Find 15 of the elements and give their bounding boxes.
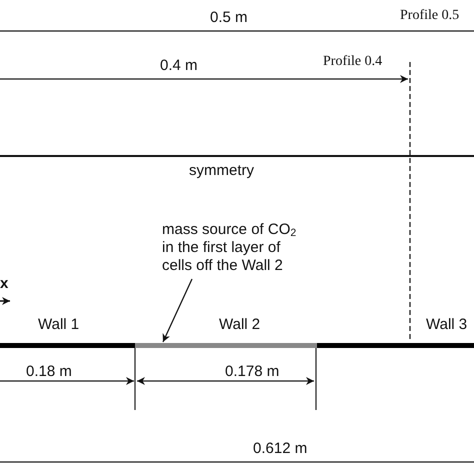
dimension-label: 0.4 m bbox=[160, 58, 198, 73]
callout-text: mass source of CO$_{2}$ in the first layer of cells off the Wall 2 bbox=[162, 221, 308, 275]
dimension-label: 0.18 m bbox=[26, 364, 72, 379]
dimension-label: 0.5 m bbox=[210, 10, 248, 25]
dimension-label: x bbox=[0, 276, 8, 291]
dimension-label: Wall 1 bbox=[38, 317, 80, 332]
dimension-label: Wall 3 bbox=[426, 317, 468, 332]
dimension-label: symmetry bbox=[189, 163, 254, 178]
leader-line bbox=[162, 278, 193, 342]
dimension-label: Profile 0.5 bbox=[400, 9, 460, 23]
dimension-label: Profile 0.4 bbox=[323, 55, 382, 69]
dimension-label: 0.612 m bbox=[253, 441, 308, 456]
wall-segment bbox=[135, 343, 317, 348]
dimension-label: 0.178 m bbox=[225, 364, 280, 379]
dimension-label: Wall 2 bbox=[219, 317, 260, 332]
